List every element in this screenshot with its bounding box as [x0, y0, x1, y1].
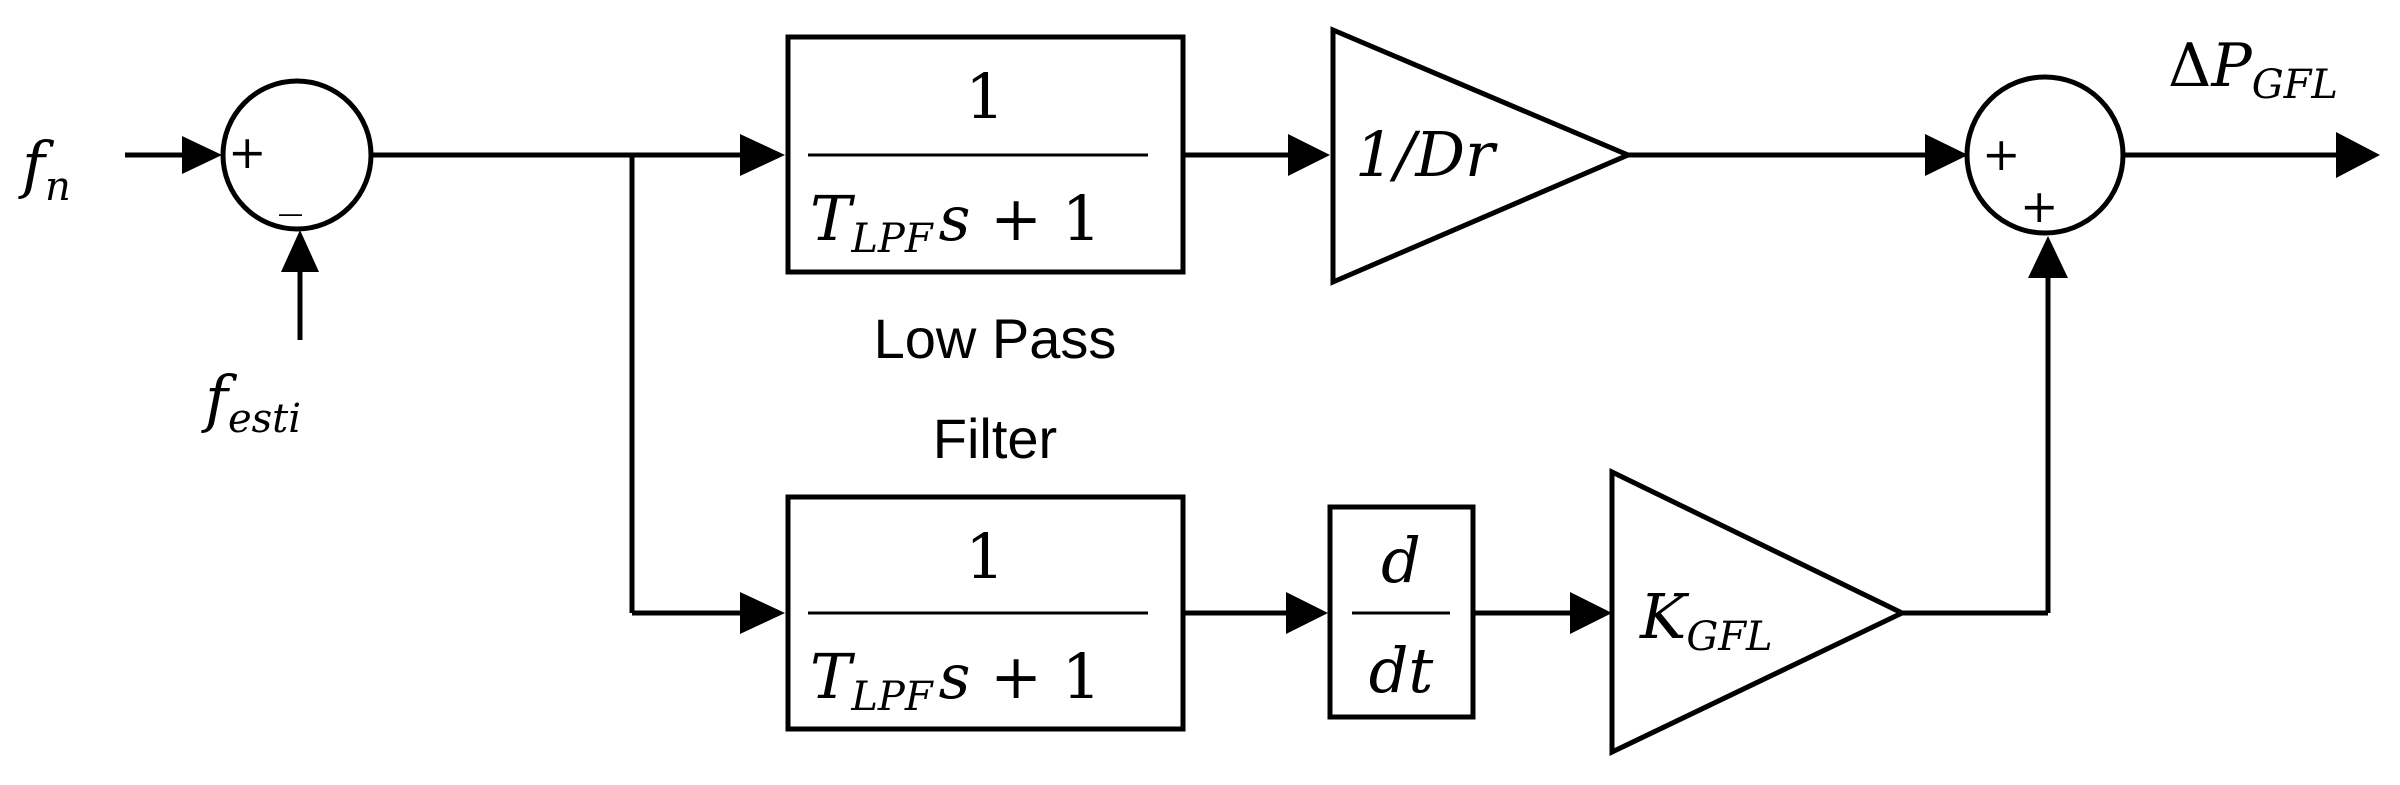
output-arrowhead: [2336, 132, 2380, 178]
gain-1-over-dr-block: [1330, 26, 1635, 286]
input-fn-arrowhead: [182, 136, 222, 174]
gain-top-arrowhead: [1288, 134, 1330, 176]
sum2-bottom-arrowhead: [2028, 236, 2068, 278]
derivative-numerator: d: [1381, 524, 1421, 597]
sum2-plus-bottom-sign: +: [2020, 179, 2059, 233]
sum2-plus-left-sign: +: [1982, 127, 2021, 181]
filter-caption-line1: Low Pass: [874, 307, 1117, 370]
gain-kgfl-block: [1609, 468, 1908, 756]
output-delta-p-gfl-label: ΔPGFL: [2168, 31, 2338, 108]
filter-caption-line2: Filter: [933, 407, 1057, 470]
gain-kgfl-label: KGFL: [1639, 580, 1773, 660]
top-filter-numerator: 1: [965, 60, 1004, 133]
feedback-arrowhead: [281, 230, 319, 272]
top-filter-arrowhead: [740, 134, 785, 176]
gain-1-over-dr-label: 1/Dr: [1355, 118, 1498, 191]
bottom-filter-arrowhead: [740, 592, 785, 634]
top-filter-denominator: TLPFs + 1: [810, 182, 1101, 262]
sum1-minus-sign: _: [279, 162, 302, 216]
bottom-filter-numerator: 1: [965, 520, 1004, 593]
bottom-filter-denominator: TLPFs + 1: [810, 640, 1101, 720]
feedback-festi-label: festi: [201, 362, 301, 442]
gain-k-arrowhead: [1570, 592, 1612, 634]
derivative-denominator: dt: [1369, 634, 1434, 707]
input-fn-label: fn: [18, 128, 71, 210]
sum1-plus-sign: +: [228, 125, 267, 179]
derivative-arrowhead: [1286, 592, 1328, 634]
sum2-top-arrowhead: [1925, 134, 1968, 176]
